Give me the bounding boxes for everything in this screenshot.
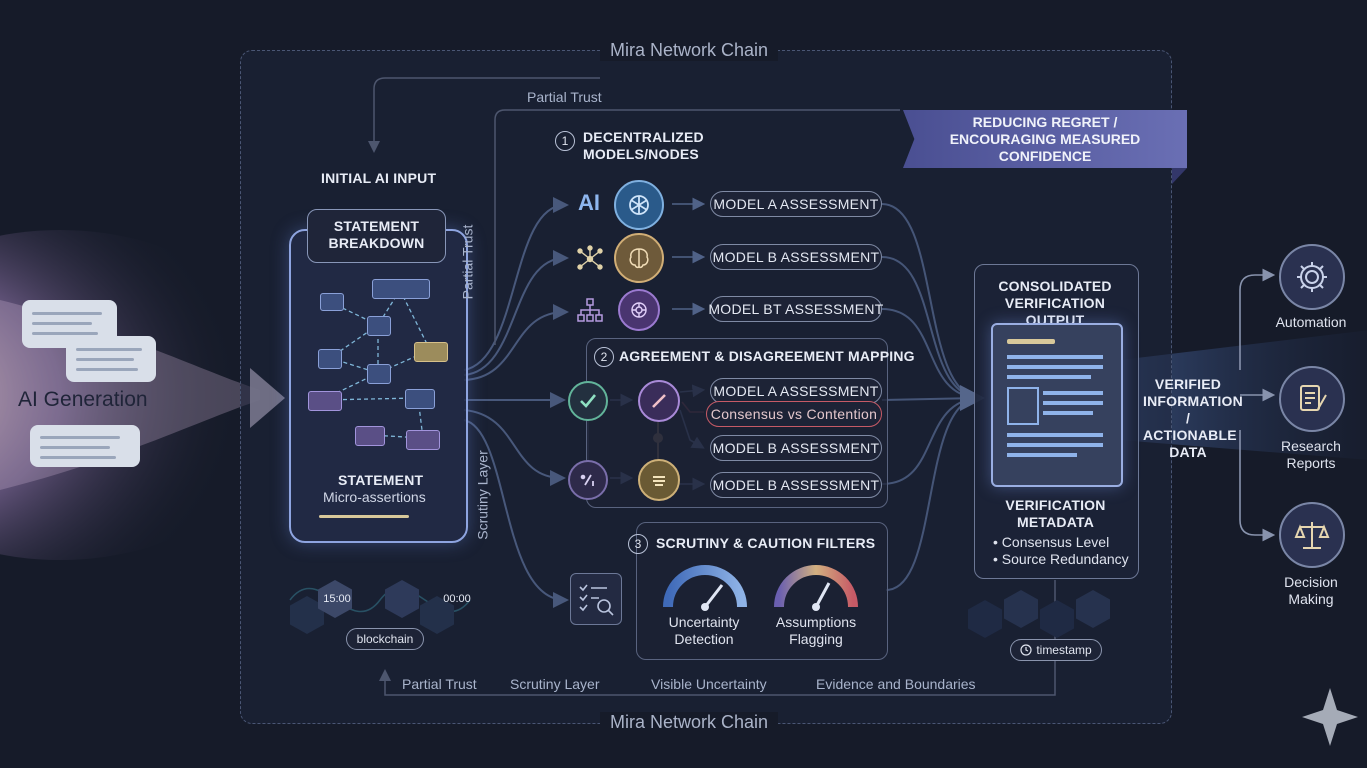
verified-information-label: VERIFIED INFORMATION / ACTIONABLE DATA	[1143, 376, 1243, 460]
section-2-title: AGREEMENT & DISAGREEMENT MAPPING	[619, 348, 915, 364]
checklist-search-icon	[570, 573, 622, 625]
scales-icon	[1279, 502, 1345, 568]
contention-slash-icon	[638, 380, 680, 422]
chain-label-top: Mira Network Chain	[600, 40, 779, 61]
timestamp-tag: timestamp	[1010, 639, 1102, 661]
checkmark-icon	[568, 381, 608, 421]
partial-trust-vertical-label: Partial Trust	[459, 224, 476, 300]
scrutiny-vertical-label: Scrutiny Layer	[474, 450, 491, 540]
assertion-node	[308, 391, 342, 411]
bottom-scrutiny-layer-label: Scrutiny Layer	[510, 676, 600, 692]
ai-brain-icon	[618, 289, 660, 331]
device-home-bar	[319, 515, 409, 518]
section-2-number: 2	[594, 347, 614, 367]
uncertainty-detection-label: Uncertainty Detection	[668, 614, 740, 647]
bottom-evidence-label: Evidence and Boundaries	[816, 676, 976, 692]
ai-text-icon: AI	[578, 190, 600, 215]
consensus-level-item: • Consensus Level	[993, 534, 1110, 550]
network-nodes-icon	[576, 245, 604, 278]
assertion-node	[367, 316, 391, 336]
chat-bubble-icon	[66, 336, 156, 382]
partial-trust-top-label: Partial Trust	[527, 89, 602, 105]
assertion-node	[405, 389, 435, 409]
ratio-icon	[568, 460, 608, 500]
hierarchy-icon	[576, 297, 604, 328]
gear-icon	[1279, 244, 1345, 310]
statement-breakdown-box: STATEMENT BREAKDOWN	[307, 209, 446, 263]
banner-fold	[1172, 168, 1187, 184]
assertion-node-highlight	[414, 342, 448, 362]
assumptions-gauge-icon	[774, 565, 858, 611]
model-a-assessment-pill[interactable]: MODEL A ASSESSMENT	[710, 191, 882, 217]
assertion-node	[320, 293, 344, 311]
ai-generation-label: AI Generation	[18, 388, 148, 411]
bottom-partial-trust-label: Partial Trust	[402, 676, 477, 692]
equals-icon	[638, 459, 680, 501]
assertion-node	[367, 364, 391, 384]
timestamp-label: timestamp	[1036, 643, 1092, 657]
section-3-title: SCRUTINY & CAUTION FILTERS	[656, 535, 876, 551]
blockchain-time-1: 15:00	[323, 593, 351, 605]
mapping-model-b-pill-2[interactable]: MODEL B ASSESSMENT	[710, 472, 882, 498]
output-research-reports-label: Research Reports	[1281, 438, 1341, 471]
model-b-assessment-pill[interactable]: MODEL B ASSESSMENT	[710, 244, 882, 270]
initial-input-title: INITIAL AI INPUT	[321, 170, 437, 186]
verification-metadata-title: VERIFICATION METADATA	[1005, 497, 1106, 530]
output-decision-making-label: Decision Making	[1284, 574, 1338, 607]
section-1-title: DECENTRALIZED MODELS/NODES	[583, 129, 704, 162]
section-3-number: 3	[628, 534, 648, 554]
reducing-regret-banner: REDUCING REGRET / ENCOURAGING MEASURED C…	[903, 110, 1187, 168]
blockchain-tag: blockchain	[346, 628, 424, 650]
clock-icon	[1020, 644, 1032, 656]
assertion-node	[372, 279, 430, 299]
output-automation-label: Automation	[1275, 314, 1347, 330]
assumptions-flagging-label: Assumptions Flagging	[775, 614, 857, 647]
assertion-node	[355, 426, 385, 446]
bottom-visible-uncertainty-label: Visible Uncertainty	[651, 676, 767, 692]
assertion-node	[318, 349, 342, 369]
consensus-contention-pill[interactable]: Consensus vs Contention	[706, 401, 882, 427]
consolidated-title: CONSOLIDATED VERIFICATION OUTPUT	[998, 278, 1112, 328]
mapping-model-b-pill[interactable]: MODEL B ASSESSMENT	[710, 435, 882, 461]
openai-icon	[614, 180, 664, 230]
report-icon	[1279, 366, 1345, 432]
banner-line-2: ENCOURAGING MEASURED CONFIDENCE	[949, 130, 1141, 164]
section-1-number: 1	[555, 131, 575, 151]
statement-label: STATEMENT	[338, 472, 424, 488]
statement-breakdown-label: STATEMENT BREAKDOWN	[328, 218, 425, 251]
verification-document-icon	[991, 323, 1123, 487]
blockchain-time-2: 00:00	[443, 593, 471, 605]
brain-icon	[614, 233, 664, 283]
source-redundancy-item: • Source Redundancy	[993, 551, 1129, 567]
model-bt-assessment-pill[interactable]: MODEL BT ASSESSMENT	[708, 296, 883, 322]
assertion-node	[406, 430, 440, 450]
mapping-model-a-pill[interactable]: MODEL A ASSESSMENT	[710, 378, 882, 404]
micro-assertions-label: Micro-assertions	[323, 489, 426, 505]
chain-label-bottom: Mira Network Chain	[600, 712, 779, 733]
uncertainty-gauge-icon	[663, 565, 747, 611]
banner-line-1: REDUCING REGRET /	[972, 113, 1118, 130]
chat-bubble-icon	[30, 425, 140, 467]
